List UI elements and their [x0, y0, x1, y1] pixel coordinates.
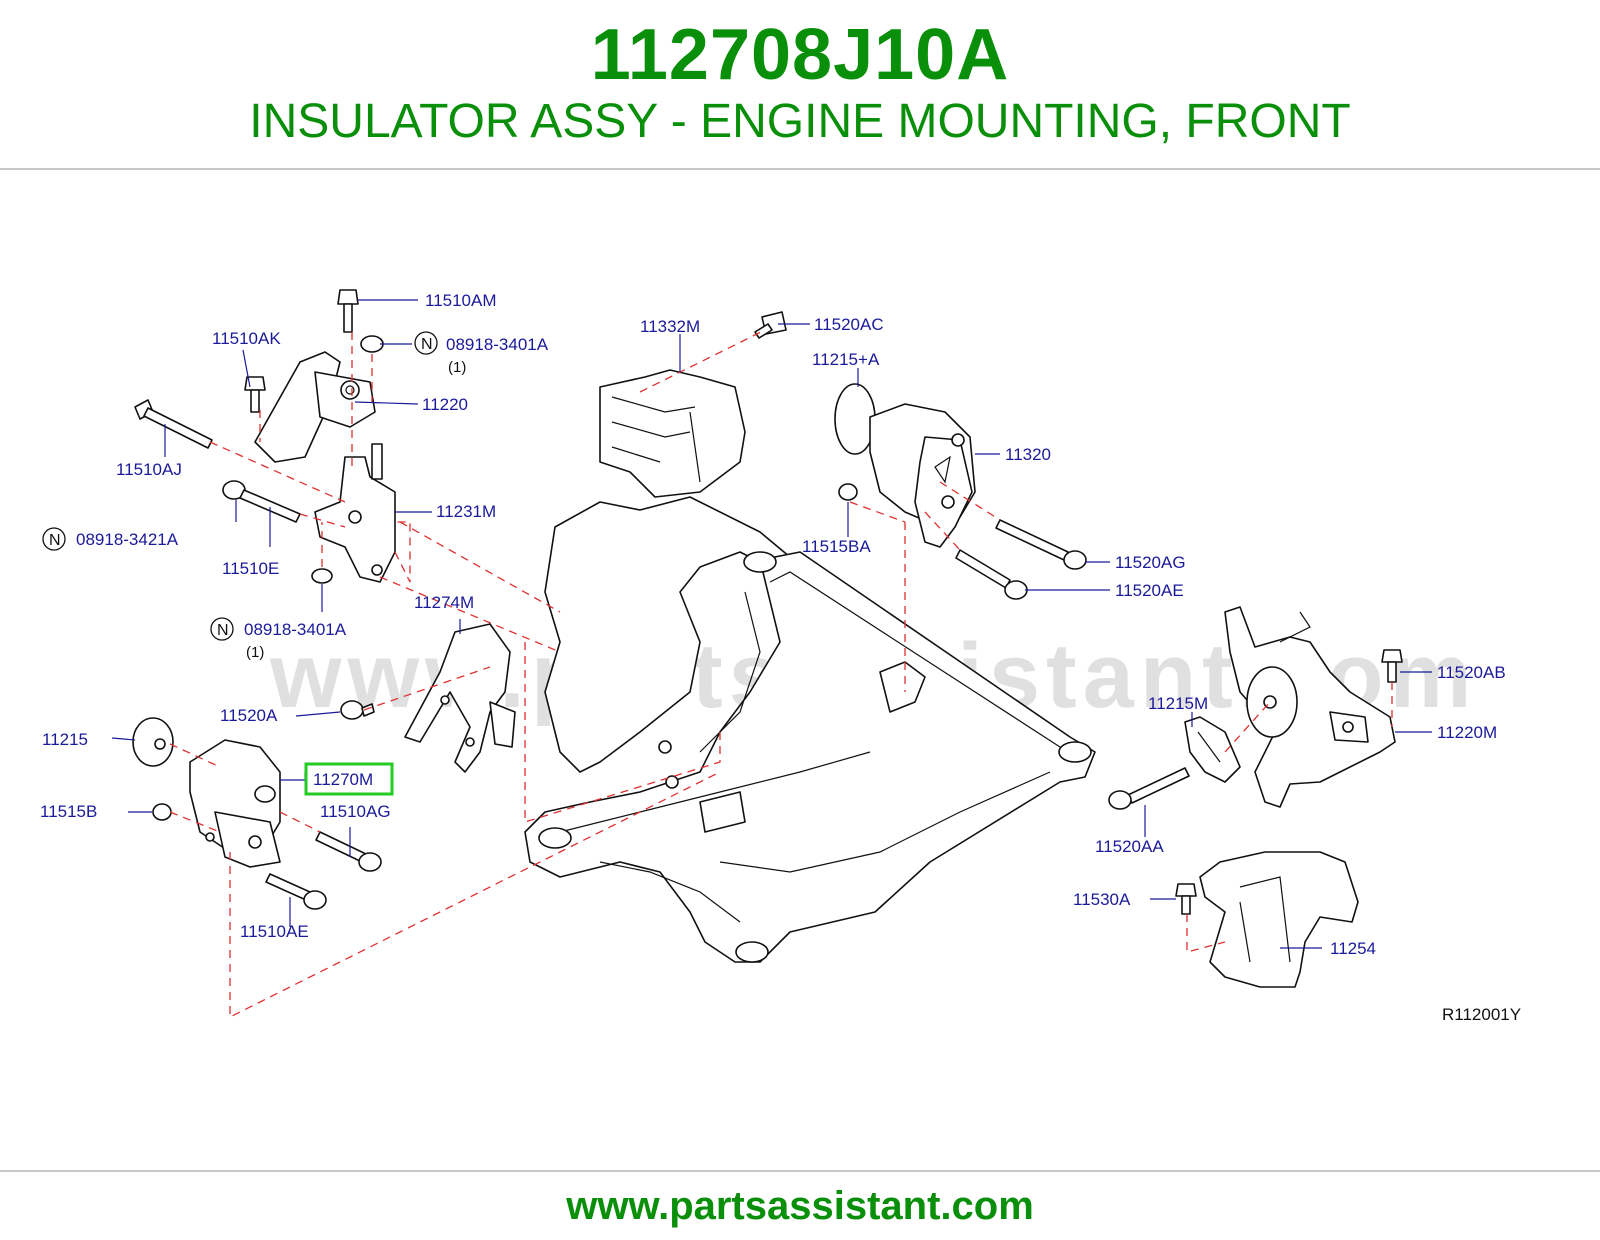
- callout-11520AA[interactable]: 11520AA: [1095, 837, 1164, 856]
- callout-08918-3401A-top[interactable]: 08918-3401A: [446, 335, 549, 354]
- nut-08918-3401A-bottom-illustration: [311, 568, 333, 584]
- callout-11231M[interactable]: 11231M: [436, 502, 496, 521]
- callout-11320[interactable]: 11320: [1005, 445, 1051, 464]
- crossmember-illustration: [524, 496, 1096, 963]
- bolt-11530A-illustration: [1175, 883, 1197, 915]
- bracket-11231M-illustration: [314, 443, 396, 583]
- highlight-box-11270M: [304, 762, 394, 796]
- callout-08918-3421A[interactable]: 08918-3421A: [76, 530, 179, 549]
- callout-11520A[interactable]: 11520A: [220, 706, 278, 725]
- callout-11510AJ[interactable]: 11510AJ: [116, 460, 182, 479]
- nut-08918-3401A-top-illustration: [360, 335, 384, 353]
- rear-insulator-11220-illustration: [254, 351, 376, 463]
- bracket-11332M-illustration: [599, 369, 746, 498]
- parts-diagram: www.partsassistant.com: [40, 289, 1521, 1024]
- callout-11220M[interactable]: 11220M: [1437, 723, 1497, 742]
- note-n-letter-mid: N: [49, 532, 61, 549]
- callout-11254[interactable]: 11254: [1330, 939, 1376, 958]
- callout-11515B[interactable]: 11515B: [40, 802, 97, 821]
- bracket-11254-illustration: [1199, 851, 1359, 988]
- qty-bottom: (1): [246, 644, 264, 661]
- callout-11515BA[interactable]: 11515BA: [802, 537, 871, 556]
- note-n-letter-bottom: N: [217, 622, 229, 639]
- bolt-11510AG-illustration: [315, 831, 382, 872]
- footer-divider: [0, 1170, 1600, 1172]
- bolt-11520AE-illustration: [955, 549, 1028, 600]
- front-insulator-11270M-illustration: [189, 739, 281, 868]
- callout-11510AE[interactable]: 11510AE: [240, 922, 309, 941]
- assembly-dashed-lines: [169, 329, 1393, 1019]
- header-divider: [0, 168, 1600, 170]
- rear-mount-11220M-illustration: [1224, 606, 1396, 808]
- callout-11510AG[interactable]: 11510AG: [320, 802, 391, 821]
- callout-labels: 11510AM 11510AK N 08918-3401A (1) 11220 …: [40, 291, 1506, 958]
- callout-11520AB[interactable]: 11520AB: [1437, 663, 1506, 682]
- insulator-11320-illustration: [834, 383, 976, 548]
- bolt-11510AE-illustration: [265, 873, 327, 910]
- bolt-11510AJ-illustration: [134, 399, 213, 449]
- callout-11215M[interactable]: 11215M: [1148, 694, 1208, 713]
- bolt-11510E-illustration: [222, 480, 301, 523]
- part-number-title: 112708J10A: [590, 15, 1010, 95]
- note-n-marker-top: [414, 331, 438, 355]
- callout-11510AM[interactable]: 11510AM: [425, 291, 497, 310]
- nut-11515BA-illustration: [838, 483, 858, 501]
- bolt-11520AC-illustration: [754, 311, 787, 339]
- callout-11215-a[interactable]: 11215+A: [812, 350, 880, 369]
- callout-11520AE[interactable]: 11520AE: [1115, 581, 1184, 600]
- footer-site-link[interactable]: www.partsassistant.com: [566, 1184, 1034, 1228]
- note-n-marker-mid: [42, 527, 66, 551]
- callout-08918-3401A-bottom[interactable]: 08918-3401A: [244, 620, 347, 639]
- callout-11530A[interactable]: 11530A: [1073, 890, 1131, 909]
- part-description: INSULATOR ASSY - ENGINE MOUNTING, FRONT: [249, 95, 1351, 148]
- bracket-11274M-illustration: [404, 623, 516, 773]
- callout-11220[interactable]: 11220: [422, 395, 468, 414]
- nut-11515B-illustration: [152, 803, 172, 821]
- callout-11510E[interactable]: 11510E: [222, 559, 279, 578]
- callout-11520AC[interactable]: 11520AC: [814, 315, 884, 334]
- callout-11332M[interactable]: 11332M: [640, 317, 700, 336]
- qty-top: (1): [448, 359, 466, 376]
- page-header: 112708J10A INSULATOR ASSY - ENGINE MOUNT…: [0, 0, 1600, 170]
- note-n-letter-top: N: [421, 336, 433, 353]
- washer-11215-illustration: [132, 717, 174, 767]
- callout-11520AG[interactable]: 11520AG: [1115, 553, 1186, 572]
- callout-11510AK[interactable]: 11510AK: [212, 329, 281, 348]
- callout-11215[interactable]: 11215: [42, 730, 88, 749]
- bracket-11215M-illustration: [1184, 716, 1241, 783]
- diagram-reference-code: R112001Y: [1442, 1005, 1521, 1024]
- note-n-marker-bottom: [210, 617, 234, 641]
- callout-11270M[interactable]: 11270M: [313, 770, 373, 789]
- bolt-11510AM-illustration: [337, 289, 359, 333]
- bolt-11520AA-illustration: [1108, 767, 1190, 810]
- bolt-11520AG-illustration: [995, 519, 1087, 570]
- bolt-11510AK-illustration: [244, 376, 266, 413]
- callout-11274M[interactable]: 11274M: [414, 593, 474, 612]
